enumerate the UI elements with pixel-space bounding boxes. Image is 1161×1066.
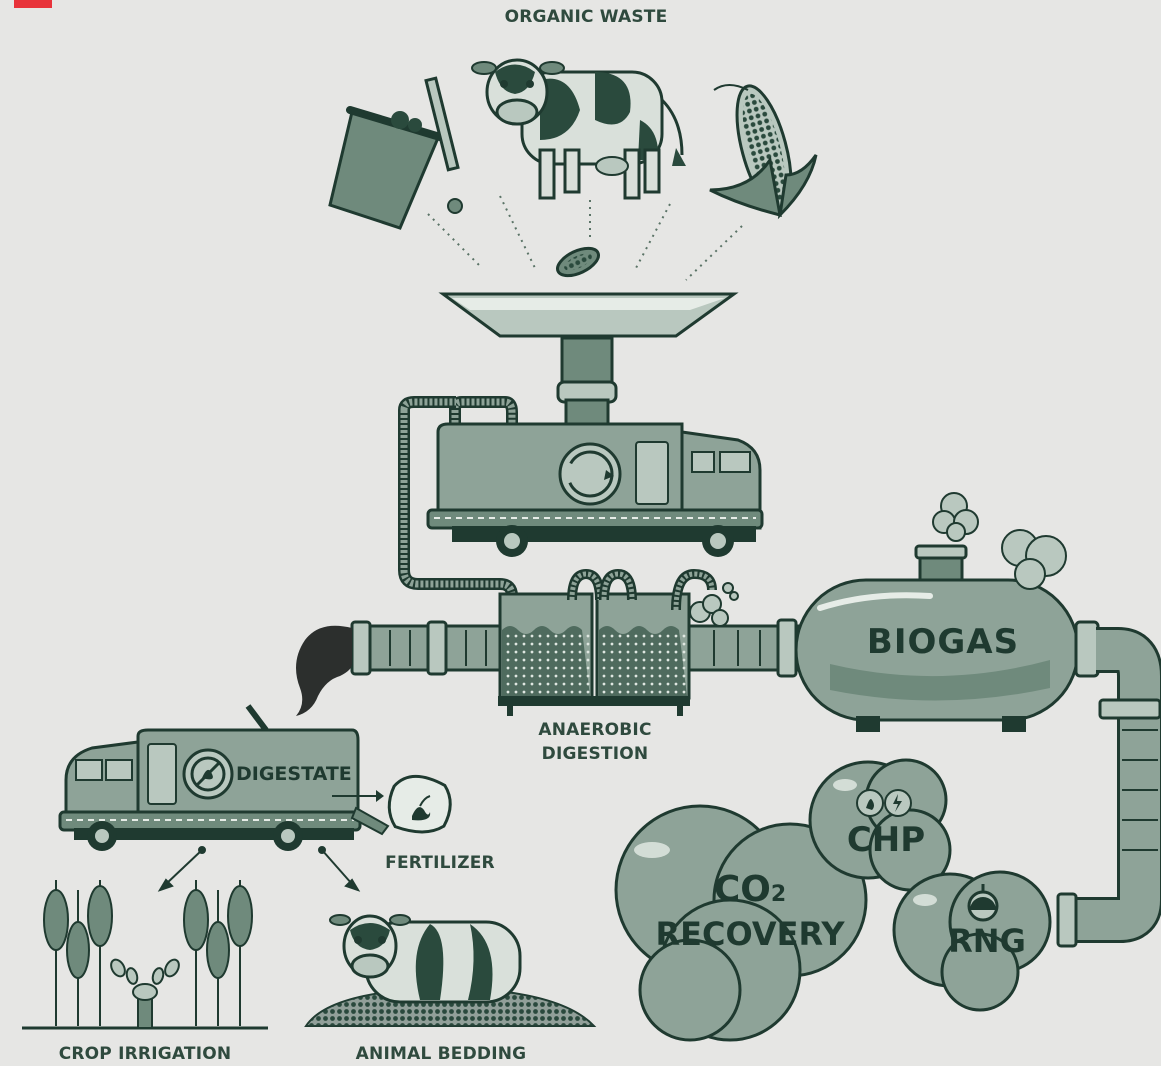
fertilizer-label: FERTILIZER [385, 853, 495, 873]
gauge-icon [967, 884, 999, 922]
organic-waste-label: ORGANIC WASTE [504, 7, 668, 27]
hose-icon [398, 396, 518, 612]
truck-icon [426, 422, 764, 557]
anaerobic-digestion-label: ANAEROBIC DIGESTION [538, 720, 652, 764]
wheat-icon [22, 880, 268, 1030]
bin-icon [328, 76, 463, 230]
corn-piece-icon [556, 246, 600, 278]
corn-icon [709, 84, 818, 220]
co2-recovery-label: CO2 RECOVERY [640, 869, 860, 954]
branch-arrows [157, 846, 361, 892]
resting-cow-icon [304, 914, 597, 1027]
pipe-icon [350, 618, 800, 678]
biogas-steam-icon [932, 492, 1067, 590]
digestate-label: DIGESTATE [236, 763, 352, 785]
rng-cloud-icon [892, 870, 1052, 1012]
sprinkler-icon [110, 958, 180, 1029]
chp-label: CHP [846, 820, 926, 860]
recovery-label: RECOVERY [655, 915, 845, 953]
animal-bedding-label: ANIMAL BEDDING [355, 1044, 527, 1064]
waste-flow-lines [427, 195, 743, 281]
chp-energy-icon [856, 789, 912, 817]
cloud-highlights [634, 779, 937, 906]
biogas-tank-icon [794, 544, 1100, 732]
fertilizer-bag-icon [387, 774, 452, 834]
digestate-truck-icon [58, 704, 390, 851]
rng-label: RNG [948, 922, 1026, 960]
steam-icon [689, 582, 739, 627]
co2-subscript: 2 [770, 882, 787, 907]
cow-icon [471, 58, 686, 200]
co2-label: CO [713, 869, 771, 910]
funnel-icon [438, 292, 739, 430]
corner-marker [14, 0, 52, 8]
gas-pipe-icon [1056, 627, 1161, 948]
crop-irrigation-label: CROP IRRIGATION [58, 1044, 232, 1064]
digester-tank-icon [498, 568, 717, 716]
biogas-label: BIOGAS [866, 622, 1020, 662]
sludge-icon [296, 625, 352, 716]
